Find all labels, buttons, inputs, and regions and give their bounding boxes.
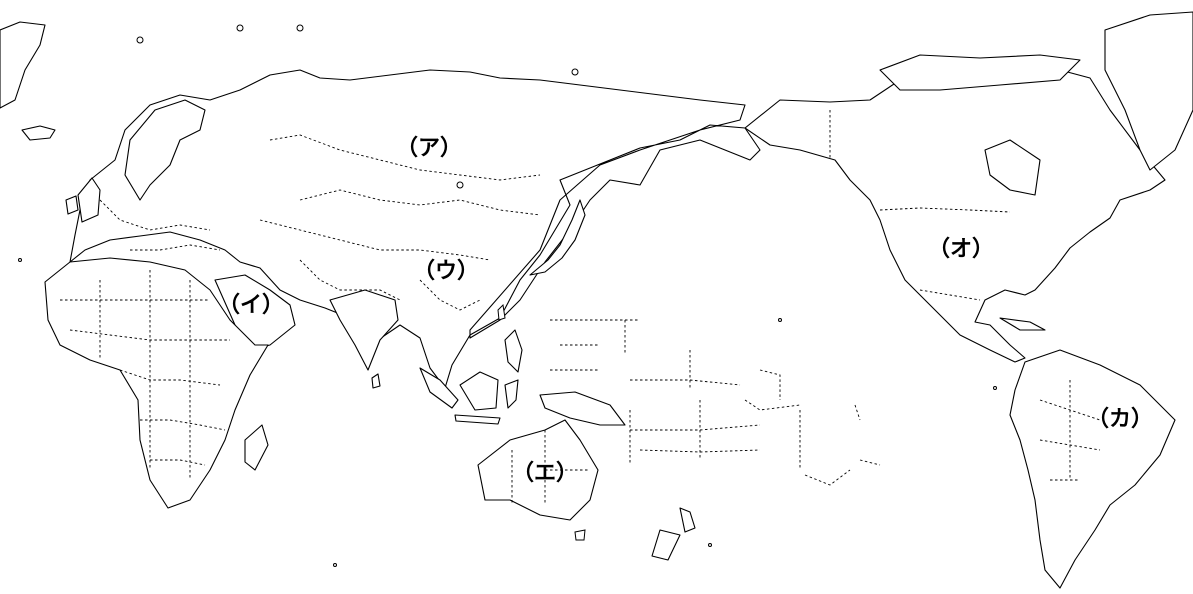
taiwan	[497, 303, 506, 321]
national-borders	[60, 110, 1101, 505]
label-u: （ウ）	[413, 258, 480, 284]
north-america	[744, 69, 1166, 363]
label-ka: （カ）	[1087, 406, 1154, 432]
madagascar	[244, 424, 269, 471]
iceland	[21, 125, 56, 141]
great-britain	[77, 177, 101, 223]
java	[454, 414, 501, 425]
south-america	[1009, 349, 1176, 589]
small-islands	[18, 24, 997, 567]
pacific-maritime-boundaries	[550, 319, 881, 486]
label-e: （エ）	[512, 460, 579, 486]
philippines	[504, 329, 523, 373]
arctic-islands	[879, 54, 1081, 91]
australia	[477, 419, 599, 521]
new-zealand-south	[651, 529, 681, 561]
hudson-bay	[984, 139, 1041, 196]
sulawesi	[504, 379, 519, 409]
greenland	[1104, 11, 1193, 171]
tasmania	[574, 529, 586, 541]
greenland-west-fragment	[0, 21, 46, 109]
scandinavia	[124, 99, 206, 201]
sumatra	[419, 367, 459, 409]
japan	[529, 199, 586, 276]
label-i: （イ）	[218, 292, 285, 318]
new-guinea	[539, 391, 626, 426]
label-a: （ア）	[396, 135, 463, 161]
new-zealand-north	[679, 507, 696, 533]
sri-lanka	[371, 373, 381, 389]
borneo	[459, 371, 499, 411]
label-o: （オ）	[928, 236, 995, 262]
africa	[44, 257, 269, 509]
cuba	[999, 317, 1046, 331]
ireland	[65, 195, 79, 215]
indian-subcontinent	[329, 289, 399, 371]
